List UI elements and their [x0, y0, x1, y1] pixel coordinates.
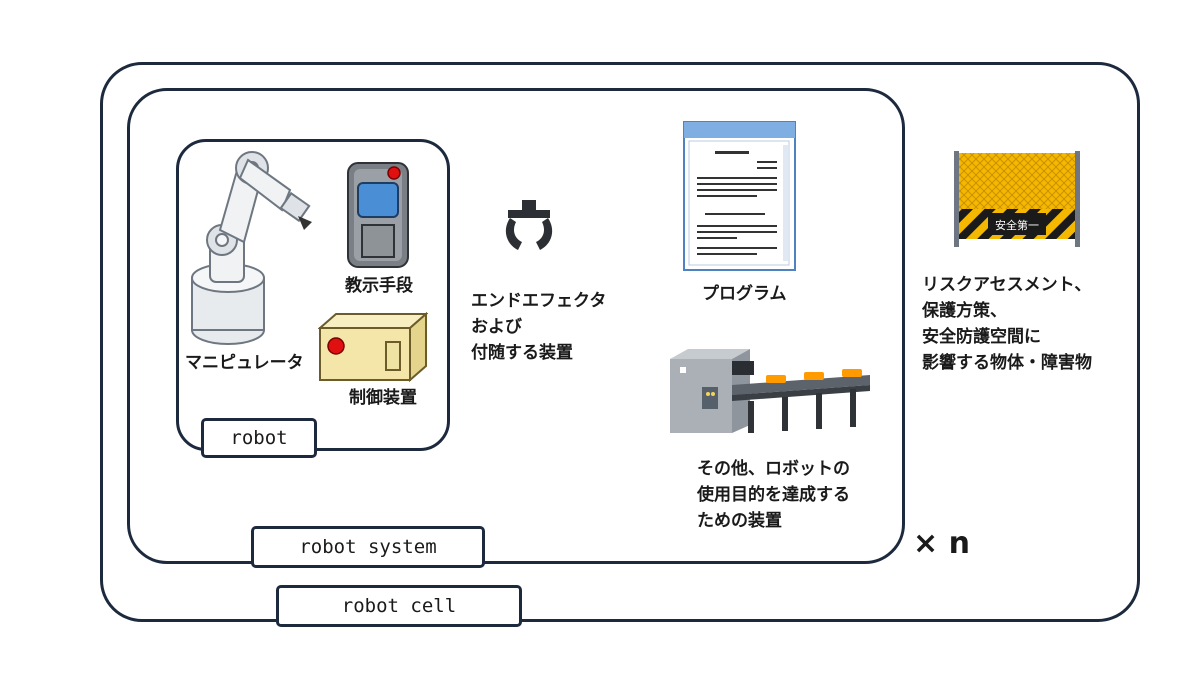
conveyor-icon — [670, 349, 870, 433]
teach-pendant-label: 教示手段 — [345, 276, 413, 296]
other-equipment-label: その他、ロボットの 使用目的を達成する ための装置 — [697, 459, 850, 531]
teach-pendant-icon — [347, 162, 409, 268]
safety-fence-icon: 安全第一 — [954, 151, 1080, 247]
fence-sign-text: 安全第一 — [995, 218, 1039, 232]
robot-tag: robot — [201, 418, 317, 458]
document-icon — [683, 121, 796, 271]
gripper-icon — [505, 200, 553, 250]
robot-system-tag: robot system — [251, 526, 485, 568]
manipulator-label: マニピュレータ — [185, 353, 304, 373]
robot-cell-tag: robot cell — [276, 585, 522, 627]
controller-label: 制御装置 — [349, 388, 417, 408]
controller-box-icon — [318, 312, 428, 382]
robot-arm-icon — [191, 151, 312, 345]
multiplier-label: × n — [913, 526, 970, 561]
robot-cell-frame — [100, 62, 1140, 622]
safeguard-label: リスクアセスメント、 保護方策、 安全防護空間に 影響する物体・障害物 — [922, 275, 1092, 373]
program-label: プログラム — [702, 284, 787, 304]
end-effector-label: エンドエフェクタ および 付随する装置 — [471, 291, 607, 363]
robot-system-frame — [127, 88, 905, 564]
